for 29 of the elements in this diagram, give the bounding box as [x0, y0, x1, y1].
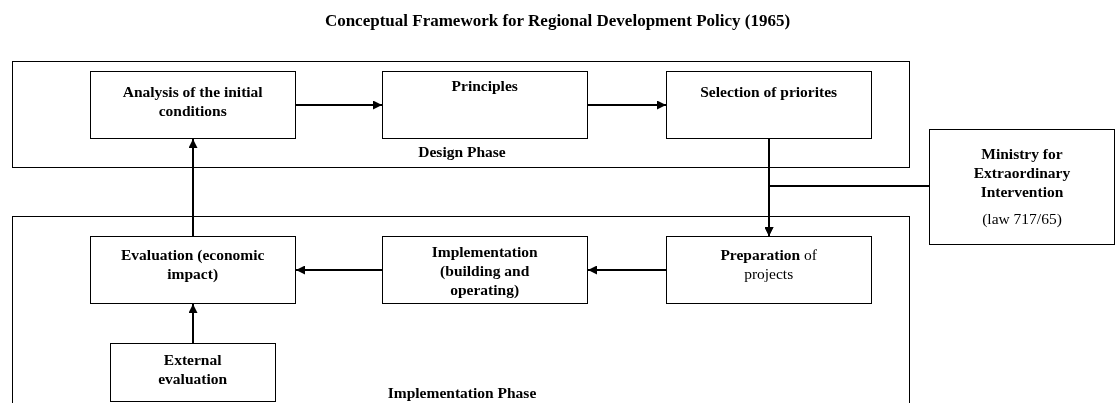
box-label: Selection of priorites: [699, 81, 839, 101]
box-label: Principles: [450, 75, 519, 95]
arrow: [295, 265, 383, 275]
connector-line: [764, 185, 930, 237]
institution-box: [929, 129, 1115, 245]
arrow: [587, 100, 667, 110]
process-box: [381, 235, 588, 304]
box-label: Evaluation (economic impact): [120, 244, 266, 283]
diagram-title: Conceptual Framework for Regional Development Policy (1965): [323, 11, 792, 31]
box-label: Analysis of the initial conditions: [121, 81, 264, 120]
phase-label: Implementation Phase: [386, 383, 538, 402]
process-box: [89, 70, 296, 139]
arrow: [188, 138, 198, 237]
arrow: [188, 303, 198, 344]
box-label: Preparation of projects: [719, 244, 818, 283]
box-label: Ministry for Extraordinary Intervention: [972, 144, 1072, 201]
note-text: (law 717/65): [981, 209, 1063, 228]
arrow: [587, 265, 667, 275]
box-label: Implementation (building and operating): [430, 241, 539, 299]
process-box: [665, 70, 872, 139]
process-box: [109, 342, 276, 402]
process-box: [381, 70, 588, 139]
phase-label: Design Phase: [417, 142, 507, 161]
phase-panel: [12, 216, 910, 403]
arrow: [295, 100, 383, 110]
box-label: External evaluation: [157, 349, 229, 388]
phase-panel: [12, 61, 910, 168]
process-box: [665, 235, 872, 304]
process-box: [89, 235, 296, 304]
